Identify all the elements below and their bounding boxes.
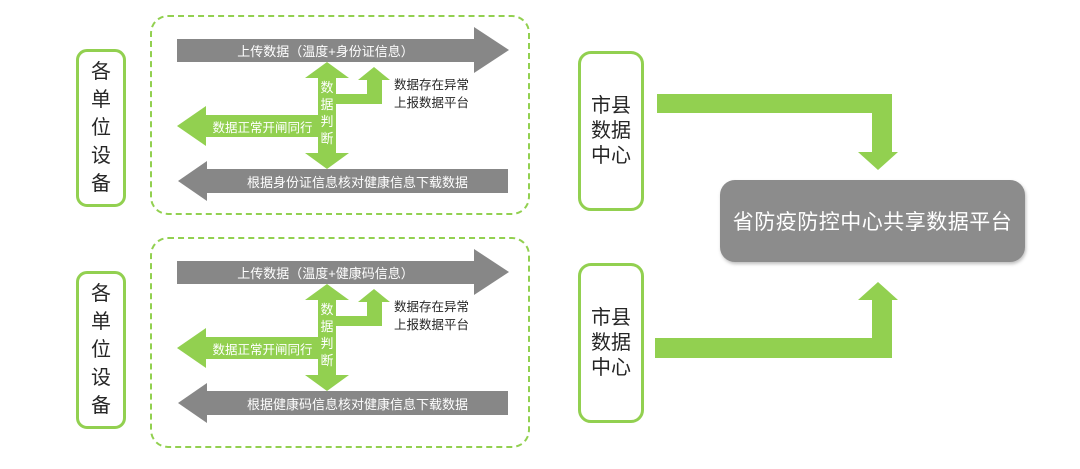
upload-arrow-body: 上传数据（温度+健康码信息） [177, 261, 474, 284]
city-data-center-box-1: 市县数据中心 [578, 51, 644, 211]
arrow-up-icon [858, 282, 898, 300]
download-arrow-body: 根据健康码信息核对健康信息下载数据 [207, 391, 508, 415]
device-box: 各单位设备 [76, 49, 126, 207]
arrow-right-icon [474, 249, 509, 295]
city-data-center-label: 市县数据中心 [591, 94, 631, 167]
arrow-up-icon [305, 284, 349, 300]
flow-unit-idcard: 各单位设备 上传数据（温度+身份证信息） 数据判断 数据存在异常 上报数据平台 … [76, 15, 536, 230]
flow-dashed-box: 上传数据（温度+健康码信息） 数据判断 数据存在异常 上报数据平台 数据正常开闸… [150, 237, 530, 448]
abnormal-elbow-vbar [367, 301, 382, 326]
city-data-center-box-2: 市县数据中心 [578, 263, 644, 423]
normal-arrow-body: 数据正常开闸同行 [206, 115, 319, 137]
abnormal-elbow-vbar [367, 79, 382, 104]
abnormal-label: 数据存在异常 上报数据平台 [394, 300, 470, 332]
connector-elbow-vbar-top [872, 94, 892, 152]
arrow-left-icon [178, 161, 207, 201]
connector-elbow-hbar-bottom [655, 338, 892, 358]
device-box: 各单位设备 [76, 271, 126, 429]
arrow-left-icon [177, 328, 206, 368]
arrow-up-icon [358, 67, 390, 80]
device-label: 各单位设备 [91, 61, 111, 195]
flow-dashed-box: 上传数据（温度+身份证信息） 数据判断 数据存在异常 上报数据平台 数据正常开闸… [150, 15, 530, 215]
judge-arrow-shaft [318, 76, 336, 154]
arrow-up-icon [358, 289, 390, 302]
judge-arrow-shaft [318, 298, 336, 376]
device-label: 各单位设备 [91, 283, 111, 417]
upload-arrow-body: 上传数据（温度+身份证信息） [177, 39, 474, 62]
connector-elbow-hbar-top [657, 94, 892, 113]
flow-unit-healthcode: 各单位设备 上传数据（温度+健康码信息） 数据判断 数据存在异常 上报数据平台 … [76, 237, 536, 452]
city-data-center-label: 市县数据中心 [591, 306, 631, 379]
arrow-right-icon [474, 27, 509, 73]
judge-label: 数据判断 [320, 80, 334, 146]
province-platform-box: 省防疫防控中心共享数据平台 [720, 180, 1025, 262]
arrow-up-icon [305, 62, 349, 78]
arrow-down-icon [858, 152, 898, 170]
arrow-down-icon [305, 375, 349, 391]
abnormal-elbow-hbar [336, 316, 382, 326]
arrow-left-icon [177, 106, 206, 146]
connector-elbow-vbar-bottom [872, 300, 892, 358]
download-arrow-body: 根据身份证信息核对健康信息下载数据 [207, 169, 508, 193]
judge-label: 数据判断 [320, 302, 334, 368]
abnormal-elbow-hbar [336, 94, 382, 104]
arrow-left-icon [178, 383, 207, 423]
arrow-down-icon [305, 153, 349, 169]
abnormal-label: 数据存在异常 上报数据平台 [394, 78, 470, 110]
normal-arrow-body: 数据正常开闸同行 [206, 337, 319, 359]
